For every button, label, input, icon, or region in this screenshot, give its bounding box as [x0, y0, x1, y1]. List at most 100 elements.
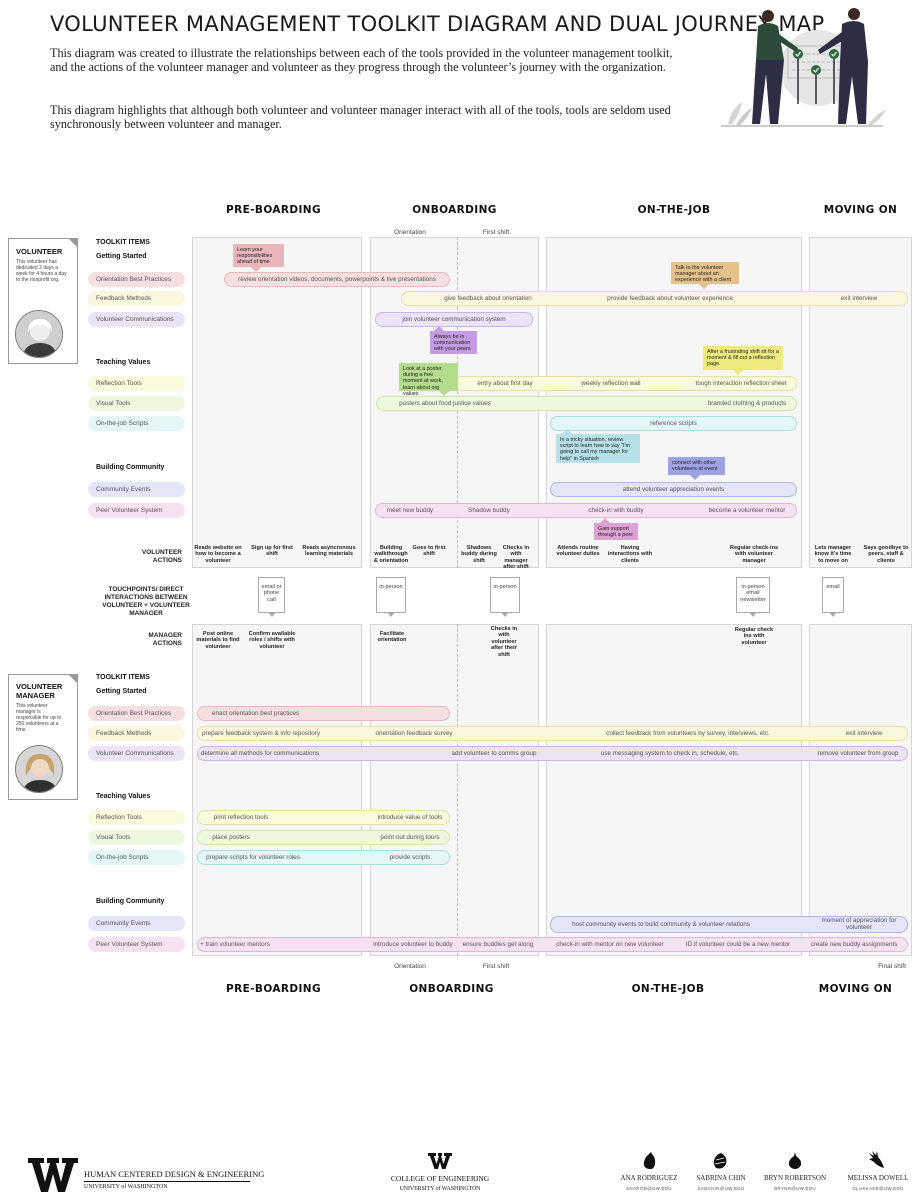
volunteer-cat-orientation: Orientation Best Practices [88, 272, 185, 287]
bar-segment: orientation feedback survey [375, 730, 453, 737]
note-text: connect with other volunteers at event [672, 460, 718, 473]
bar-segment: entry about first day [477, 380, 533, 387]
volunteer-bar-feedback: give feedback about orientation provide … [401, 291, 908, 306]
manager-cat-scripts: On-the-job Scripts [88, 850, 185, 865]
manager-cat-visual: Visual Tools [88, 830, 185, 845]
note-learn-responsibilities: Learn your responsibilities ahead of tim… [233, 244, 284, 272]
volunteer-bar-orientation: review orientation videos, documents, po… [224, 272, 450, 287]
bar-segment: ID + train volunteer mentors [197, 941, 270, 948]
volunteer-bar-events: attend volunteer appreciation events [550, 482, 797, 497]
note-tail [251, 267, 261, 272]
volunteer-cat-peer: Peer Volunteer System [88, 503, 185, 518]
bar-segment: check-in with mentor on new volunteer [556, 941, 664, 948]
volunteer-cat-visual: Visual Tools [88, 396, 185, 411]
uw-w-logo [28, 1158, 78, 1192]
bar-segment: exit interview [840, 295, 878, 302]
manager-action: Confirm available roles / shifts with vo… [248, 631, 296, 650]
bar-segment: give feedback about orientation [444, 295, 532, 302]
persona-corner [68, 238, 78, 248]
bar-segment: Shadow buddy [468, 507, 510, 514]
touchpoint-in-person: in-person [376, 577, 406, 617]
team-member-name: BRYN ROBERTSON [763, 1174, 826, 1182]
volunteer-cat-comms: Volunteer Communications [88, 312, 185, 327]
note-tail [439, 391, 449, 396]
intro-paragraph: This diagram was created to illustrate t… [50, 46, 673, 74]
volunteer-action: Having interactions with clients [607, 545, 653, 564]
eggplant-icon [643, 1152, 656, 1170]
touchpoint-text: in-person email newsletter [740, 584, 766, 603]
bar-segment: prepare scripts for volunteer roles [206, 854, 300, 861]
phase-box-moving-on [809, 237, 912, 568]
touchpoint-email: email [822, 577, 844, 617]
manager-persona-desc: This volunteer manager is responsible fo… [16, 703, 62, 733]
volunteer-action: Lets manager know it's time to move on [814, 545, 852, 564]
note-tail [562, 429, 572, 434]
bar-segment: enact orientation best practices [212, 710, 300, 717]
note-tail [434, 326, 444, 331]
phase-footer-on-the-job: ON-THE-JOB [631, 983, 705, 995]
bar-segment: place posters [212, 834, 250, 841]
touchpoints-label: TOUCHPOINTS/ DIRECT INTERACTIONS BETWEEN… [102, 586, 190, 617]
volunteer-cat-scripts: On-the-job Scripts [88, 416, 185, 431]
volunteer-bar-peer: meet new buddy Shadow buddy check-in wit… [375, 503, 797, 518]
note-tail [733, 370, 743, 375]
phase-footer-onboarding: ONBOARDING [409, 983, 494, 995]
bar-segment: collect feedback from volunteers by surv… [606, 730, 770, 737]
hcde-name: HUMAN CENTERED DESIGN & ENGINEERING [84, 1169, 265, 1179]
bar-segment: create new buddy assignments [810, 941, 898, 948]
bar-segment: introduce value of tools [377, 814, 443, 821]
volunteer-actions-label: VOLUNTEER ACTIONS [141, 549, 182, 564]
volunteer-bar-visual: posters about food justice values brande… [376, 396, 797, 411]
manager-phase-box-pre-boarding [192, 624, 362, 956]
manager-cat-feedback: Feedback Methods [88, 726, 185, 741]
note-text: Talk to the volunteer manager about an e… [675, 265, 732, 284]
bar-segment: print reflection tools [213, 814, 269, 821]
bar-segment: determine all methods for communications [200, 750, 320, 757]
bar-segment: ID if volunteer could be a new mentor [685, 941, 791, 948]
page-title: VOLUNTEER MANAGEMENT TOOLKIT DIAGRAM AND… [50, 12, 825, 36]
phase-header-on-the-job: ON-THE-JOB [637, 204, 711, 216]
coe-university: UNIVERSITY of WASHINGTON [399, 1186, 481, 1192]
manager-action: Checks in with volunteer after their shi… [490, 626, 518, 658]
volunteer-action: Reads asyncronous learning materials [302, 545, 356, 558]
manager-bar-feedback: prepare feedback system & info repositor… [197, 726, 908, 741]
bar-segment: prepare feedback system & info repositor… [202, 730, 320, 737]
manager-bar-events: host community events to build community… [550, 916, 908, 933]
marker-final-shift: Final shift [878, 963, 906, 970]
bar-segment: ensure buddies get along [462, 941, 534, 948]
marker-first-shift: First shift [482, 229, 510, 236]
manager-cat-orientation: Orientation Best Practices [88, 706, 185, 721]
manager-cat-reflection: Reflection Tools [88, 810, 185, 825]
bar-segment: moment of appreciation for volunteer [821, 917, 897, 931]
manager-avatar [15, 745, 63, 793]
bar-segment: join volunteer communication system [402, 316, 506, 323]
handshake-illustration [721, 8, 886, 127]
note-look-at-poster: Look at a poster during a free moment at… [399, 363, 458, 397]
manager-actions-label: MANAGER ACTIONS [148, 632, 182, 647]
volunteer-cat-feedback: Feedback Methods [88, 291, 185, 306]
touchpoint-email-phone: email or phone call [258, 577, 285, 617]
manager-phase-box-on-the-job [546, 624, 802, 956]
volunteer-cat-reflection: Reflection Tools [88, 376, 185, 391]
coe-name: COLLEGE OF ENGINEERING [390, 1174, 490, 1183]
manager-action: Regular check ins with volunteer [734, 627, 774, 646]
manager-bar-visual: place posters point out during tours [197, 830, 450, 845]
marker-orientation-bottom: Orientation [394, 963, 426, 970]
volunteer-action: Reads website on how to become a volunte… [194, 545, 242, 564]
volunteer-bar-scripts: reference scripts [550, 416, 797, 431]
touchpoint-tail [829, 612, 837, 617]
note-connect-volunteers: connect with other volunteers at event [668, 457, 725, 480]
manager-bar-reflection: print reflection tools introduce value o… [197, 810, 450, 825]
bar-segment: reference scripts [650, 420, 697, 427]
volunteer-avatar [15, 310, 63, 358]
volunteer-action: Shadows buddy during shift [461, 545, 497, 564]
manager-cat-events: Community Events [88, 916, 185, 931]
volunteer-bar-reflection: entry about first day weekly reflection … [454, 376, 797, 391]
volunteer-cat-events: Community Events [88, 482, 185, 497]
marker-first-shift-bottom: First shift [482, 963, 510, 970]
manager-bar-peer: ID + train volunteer mentors introduce v… [197, 937, 908, 952]
volunteer-action: Attends routine volunteer duties [556, 545, 600, 558]
manager-section-building-community: Building Community [96, 898, 165, 905]
touchpoint-tail [387, 612, 395, 617]
team-member-name: MELISSA DOWELL [847, 1174, 909, 1182]
